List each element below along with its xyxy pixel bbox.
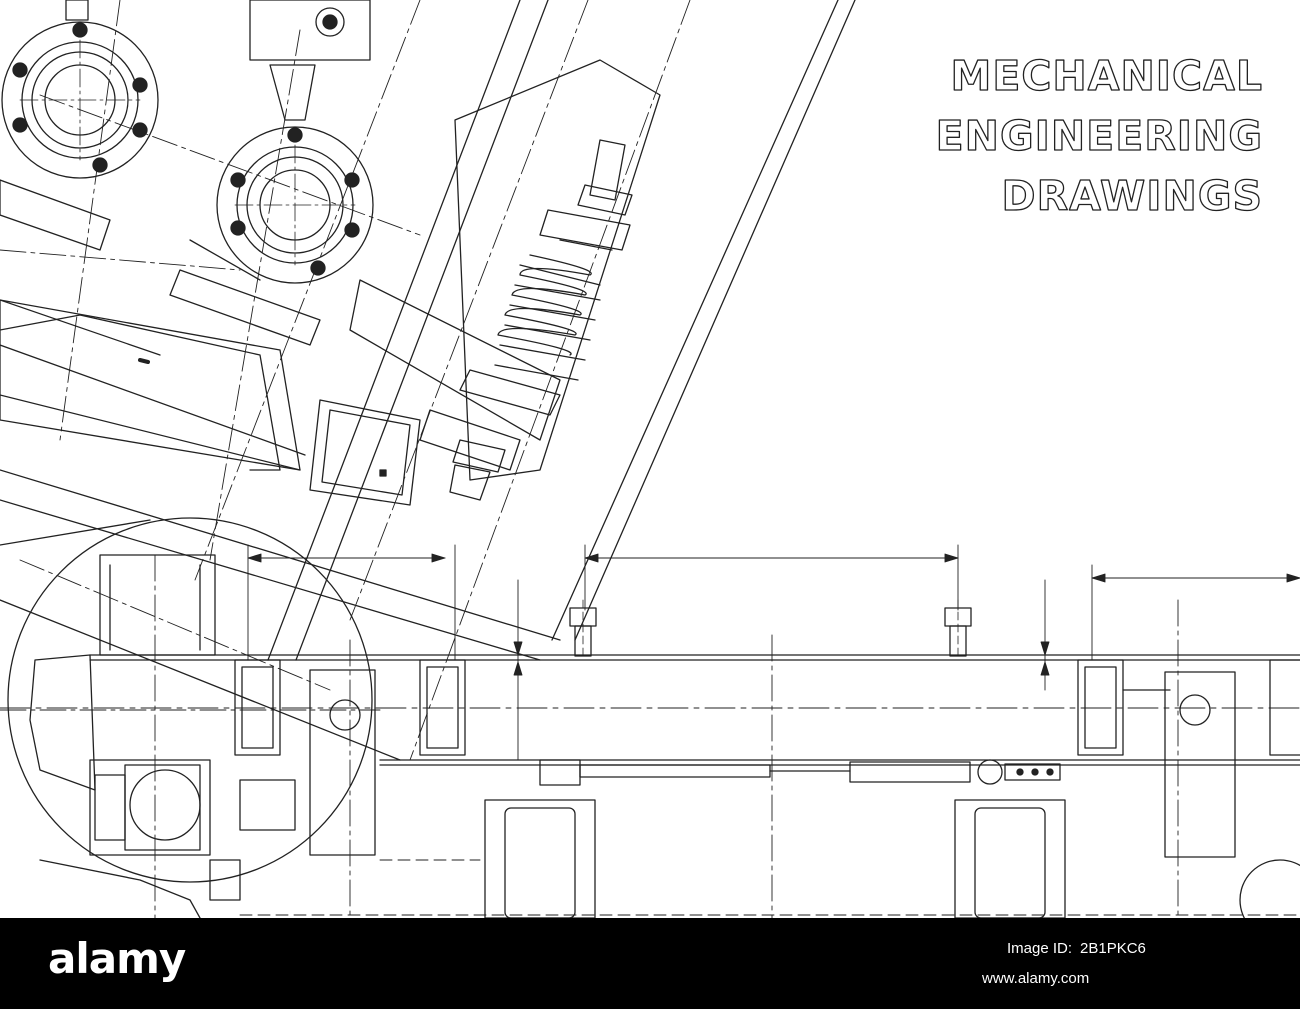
spring-assembly <box>449 139 633 501</box>
horizontal-beam <box>0 654 1300 916</box>
image-id-value: 2B1PKC6 <box>1080 940 1146 957</box>
pipe-flange-left <box>1 0 159 179</box>
blueprint-lines: MECHANICAL ENGINEERING DRAWINGS <box>0 0 1300 918</box>
technical-drawing: MECHANICAL ENGINEERING DRAWINGS <box>0 0 1300 918</box>
title-line-2: ENGINEERING <box>936 112 1263 160</box>
bolts <box>569 599 972 661</box>
diagonal-beam-lines <box>0 0 856 761</box>
slanted-housing <box>0 59 661 506</box>
detail-circle <box>0 517 381 918</box>
drawing-title: MECHANICAL ENGINEERING DRAWINGS <box>935 51 1263 220</box>
title-line-3: DRAWINGS <box>1002 172 1263 220</box>
pipe-flange-middle <box>216 0 374 284</box>
dimension-lines <box>154 544 1300 918</box>
title-line-1: MECHANICAL <box>951 52 1263 100</box>
cylinders <box>484 759 1300 918</box>
alamy-logo: alamy <box>48 934 186 983</box>
image-id-label: Image ID: <box>982 940 1072 957</box>
watermark-footer: alamy Image ID: 2B1PKC6 www.alamy.com <box>0 918 1300 1009</box>
image-id-key: Image ID: <box>1006 940 1072 957</box>
site-url: www.alamy.com <box>982 970 1090 987</box>
